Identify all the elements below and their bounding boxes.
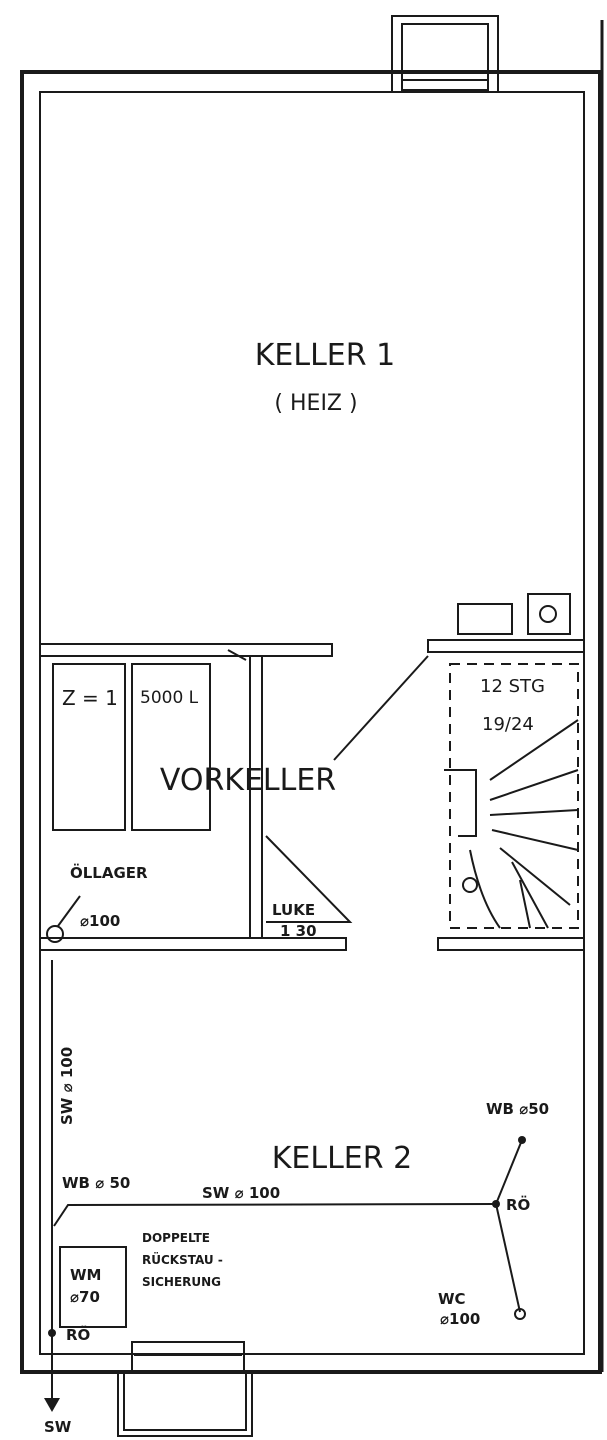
outflow-arrow-icon xyxy=(44,1398,60,1412)
staircase xyxy=(444,663,579,929)
hatch-label: LUKE xyxy=(272,901,315,919)
sw-vertical-label: SW ⌀ 100 xyxy=(58,1047,76,1125)
oil-storage-label: ÖLLAGER xyxy=(70,863,148,882)
wc-label: WC xyxy=(438,1290,466,1308)
drain-pipes xyxy=(44,960,526,1412)
ro-right-label: RÖ xyxy=(506,1195,530,1214)
wm-label: WM xyxy=(70,1266,101,1284)
inner-wall xyxy=(39,91,585,1355)
backflow-label-3: SICHERUNG xyxy=(142,1275,221,1289)
wb-left-label: WB ⌀ 50 xyxy=(62,1174,130,1192)
oil-pipe-label: ⌀100 xyxy=(80,912,120,930)
backflow-label-2: RÜCKSTAU - xyxy=(142,1252,223,1267)
room-label-vorkeller: VORKELLER xyxy=(160,763,336,798)
tank-count: Z = 1 xyxy=(62,686,118,710)
tank-volume: 5000 L xyxy=(140,688,199,708)
drain-icon xyxy=(46,925,64,943)
arrow-icon xyxy=(57,895,81,927)
wb-right-label: WB ⌀50 xyxy=(486,1100,549,1118)
hatch-size: 1 30 xyxy=(280,922,317,940)
sw-out-label: SW xyxy=(44,1418,72,1436)
stairs-ratio: 19/24 xyxy=(482,714,534,735)
wc-size: ⌀100 xyxy=(440,1310,480,1328)
oil-tank xyxy=(131,663,211,831)
partition-walls xyxy=(39,639,585,951)
ro-left-label: RÖ xyxy=(66,1325,90,1344)
boiler xyxy=(457,593,571,635)
wm-size: ⌀70 xyxy=(70,1288,100,1306)
outer-wall xyxy=(20,70,602,1374)
oil-tank xyxy=(52,663,126,831)
sw-horizontal-label: SW ⌀ 100 xyxy=(202,1184,280,1202)
room-label-keller2: KELLER 2 xyxy=(272,1141,412,1176)
room-note-heiz: ( HEIZ ) xyxy=(274,391,357,416)
washing-machine xyxy=(59,1246,127,1328)
bottom-light-well xyxy=(117,1341,253,1437)
stairs-steps: 12 STG xyxy=(480,676,545,697)
room-label-keller1: KELLER 1 xyxy=(255,338,395,373)
backflow-label-1: DOPPELTE xyxy=(142,1231,210,1245)
top-light-well xyxy=(391,15,499,93)
